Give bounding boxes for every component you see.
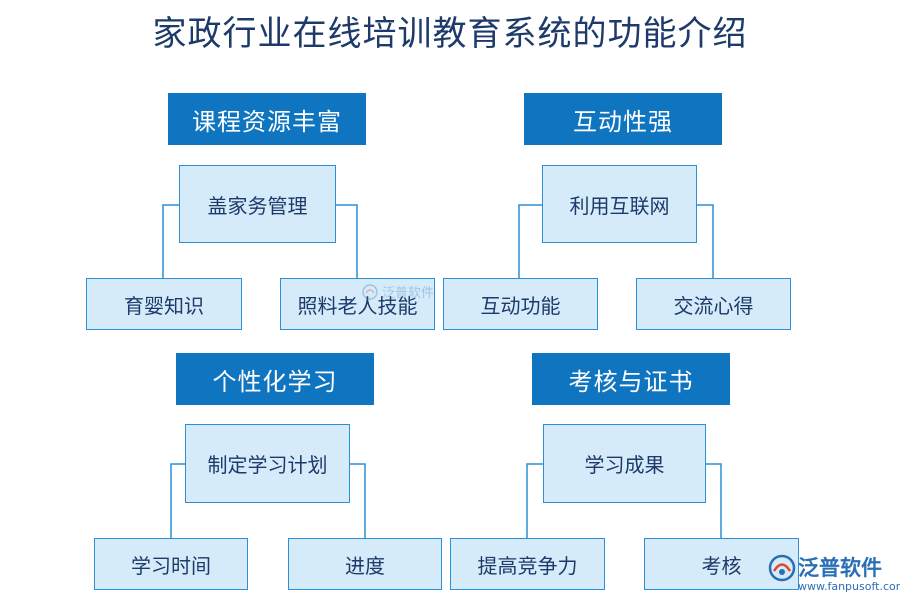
node-elderly-care-skills: 照料老人技能 — [280, 278, 435, 330]
node-use-internet: 利用互联网 — [542, 165, 697, 243]
node-infant-care-knowledge: 育婴知识 — [86, 278, 242, 330]
node-progress: 进度 — [288, 538, 442, 590]
node-make-study-plan: 制定学习计划 — [185, 424, 350, 503]
section-header-interactivity: 互动性强 — [524, 93, 722, 145]
brand-logo: 泛普软件 www.fanpusoft.com — [768, 552, 900, 598]
brand-logo-url: www.fanpusoft.com — [798, 580, 900, 593]
section-header-personalized-learning: 个性化学习 — [176, 353, 374, 405]
node-improve-competitiveness: 提高竞争力 — [450, 538, 605, 590]
page-title: 家政行业在线培训教育系统的功能介绍 — [152, 14, 748, 54]
section-header-assessment-certificate: 考核与证书 — [532, 353, 730, 405]
watermark-center-text: 泛普软件 — [382, 286, 435, 301]
node-interactive-features: 互动功能 — [443, 278, 598, 330]
section-header-course-resources: 课程资源丰富 — [168, 93, 366, 145]
node-study-time: 学习时间 — [94, 538, 248, 590]
fanpu-logo-icon — [768, 554, 796, 582]
brand-logo-text: 泛普软件 — [798, 556, 882, 580]
watermark-center: 泛普软件 — [362, 282, 434, 301]
node-learning-outcomes: 学习成果 — [543, 424, 706, 503]
node-share-experience: 交流心得 — [636, 278, 791, 330]
node-housekeeping-management: 盖家务管理 — [179, 165, 336, 243]
node-assessment: 考核 — [644, 538, 799, 590]
fanpu-logo-icon — [362, 283, 378, 300]
